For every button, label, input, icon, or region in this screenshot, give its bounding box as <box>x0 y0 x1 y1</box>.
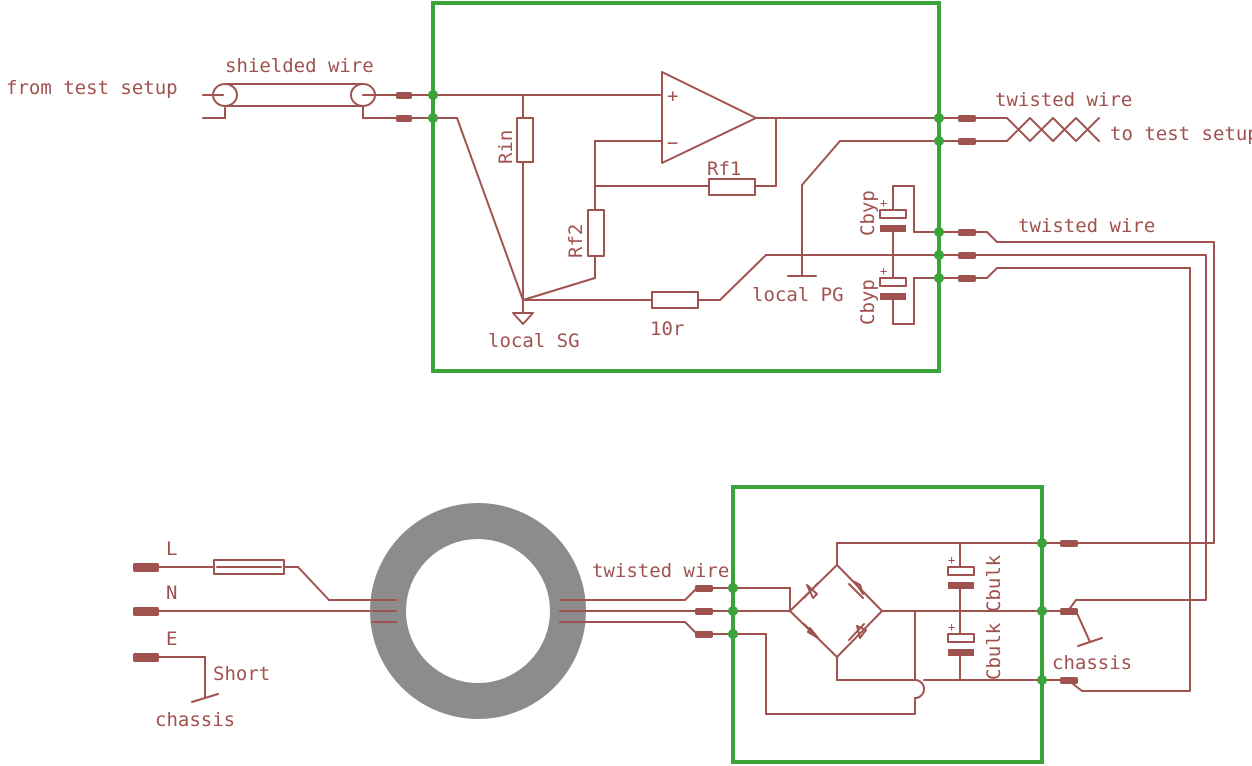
label-shielded-wire: shielded wire <box>225 55 374 77</box>
capacitor-cbulk-top <box>947 566 975 576</box>
signal-ground-icon <box>512 312 534 325</box>
label-cbulk-top: Cbulk <box>983 554 1005 612</box>
label-line-l: L <box>166 538 177 560</box>
supply-pad-pos <box>958 229 976 236</box>
label-twisted-wire-mains: twisted wire <box>592 560 729 582</box>
junction-dots <box>428 90 1047 685</box>
label-from-test-setup: from test setup <box>6 77 178 99</box>
output-pad-signal <box>958 115 976 122</box>
label-cbulk-bottom: Cbulk <box>983 622 1005 680</box>
twisted-wire-power <box>975 231 1215 692</box>
psu-pad-neg <box>1060 677 1078 684</box>
label-rf1: Rf1 <box>707 158 741 180</box>
op-amp <box>661 71 757 164</box>
label-chassis-psu: chassis <box>1052 652 1132 674</box>
cbyp-bottom-polarity: + <box>880 264 887 278</box>
mains-pad-n <box>133 607 159 616</box>
resistor-rf2 <box>587 209 605 257</box>
resistor-10r <box>651 291 699 309</box>
label-short: Short <box>213 663 270 685</box>
twisted-wire-output <box>975 117 1100 142</box>
capacitor-cbyp-bottom <box>879 277 907 287</box>
chassis-short-icon <box>191 693 219 703</box>
common-mode-choke-toroid <box>370 503 586 719</box>
op-amp-minus-sign: − <box>667 132 678 154</box>
label-twisted-wire-power: twisted wire <box>1018 215 1155 237</box>
psu-board-outline <box>731 485 1044 764</box>
chassis-ground-icon <box>1077 637 1103 647</box>
psu-pad-pos <box>1060 540 1078 547</box>
label-twisted-wire-top: twisted wire <box>995 89 1132 111</box>
output-pad-return <box>958 138 976 145</box>
cbulk-bottom-polarity: + <box>948 620 955 634</box>
label-10r: 10r <box>650 318 684 340</box>
psu-pad-gnd <box>1060 608 1078 615</box>
amplifier-board-outline <box>431 1 941 373</box>
op-amp-plus-sign: + <box>667 85 678 107</box>
supply-pad-gnd <box>958 252 976 259</box>
input-pad-return <box>396 115 412 122</box>
label-cbyp-bottom: Cbyp <box>857 279 879 325</box>
label-rin: Rin <box>495 130 517 164</box>
label-line-n: N <box>166 582 177 604</box>
input-pad-signal <box>396 92 412 99</box>
resistor-rin <box>516 117 534 163</box>
label-local-pg: local PG <box>752 284 844 306</box>
capacitor-cbyp-top <box>879 209 907 219</box>
label-chassis-mains: chassis <box>155 709 235 731</box>
capacitor-cbulk-bottom <box>947 633 975 643</box>
shielded-wire-input <box>202 83 401 119</box>
cbyp-top-polarity: + <box>880 196 887 210</box>
supply-pad-neg <box>958 275 976 282</box>
label-rf2: Rf2 <box>565 224 587 258</box>
label-cbyp-top: Cbyp <box>857 190 879 236</box>
label-line-e: E <box>166 628 177 650</box>
resistor-rf1 <box>708 178 756 196</box>
mains-pad-e <box>133 653 159 662</box>
cbulk-top-polarity: + <box>948 553 955 567</box>
label-local-sg: local SG <box>488 330 580 352</box>
bridge-rectifier <box>789 564 883 658</box>
mains-pad-l <box>133 563 159 572</box>
label-to-test-setup: to test setup <box>1110 123 1252 145</box>
